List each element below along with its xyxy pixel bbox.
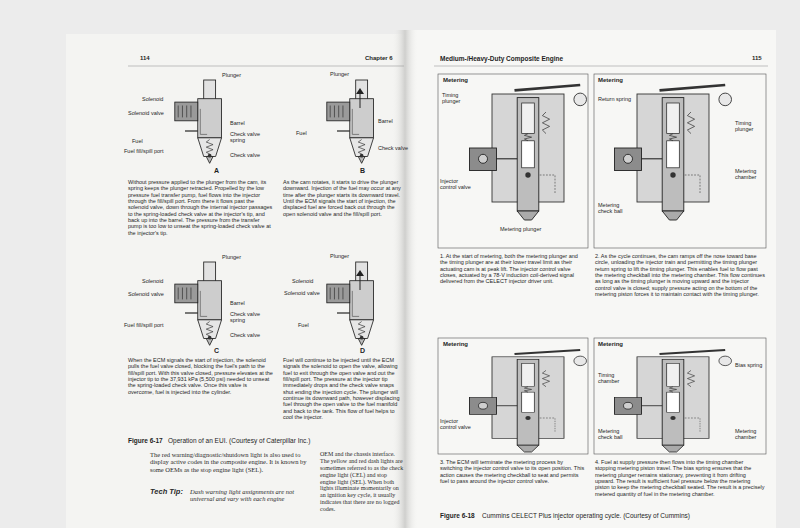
panel-heading: Metering [598,341,623,348]
celect-injector-2 [615,85,732,220]
part-label: Plunger [222,254,241,260]
figure-number: Figure 6-18 [440,512,475,519]
part-label: Timing chamber [598,372,634,385]
figure-number: Figure 6-17 [128,437,163,444]
part-label: Metering chamber [735,428,765,441]
part-label: Solenoid [292,278,313,284]
panel-letter: D [360,347,365,355]
part-label: Check valve [230,332,260,338]
body-text: As the cam rotates, it starts to drive t… [283,179,401,217]
part-label: Plunger [330,253,349,259]
body-text: Fuel will continue to be injected until … [283,357,401,420]
part-label: Check valve [230,152,260,158]
part-label: Plunger [330,71,349,77]
running-head: Medium-/Heavy-Duty Composite Engine [440,55,563,62]
body-text: 1. At the start of metering, both the me… [440,253,586,285]
part-label: Check valve spring [230,311,270,324]
page-number: 114 [140,55,150,62]
part-label: Timing plunger [735,120,765,133]
part-label: Fuel [132,138,143,144]
body-text: OEM and the chassis interface. The yello… [320,451,404,513]
body-text: When the ECM signals the start of inject… [128,357,273,395]
tech-tip-text: Dash warning light assignments are not u… [190,488,314,503]
figure-caption: Cummins CELECT Plus injector operating c… [482,512,690,519]
panel-letter: A [214,167,219,175]
tech-tip-heading: Tech Tip: [150,488,183,497]
body-text: Without pressure applied to the plunger … [128,179,273,236]
figure-caption: Operation of an EUI. (Courtesy of Caterp… [168,437,310,444]
part-label: Solenoid valve [284,290,320,296]
eui-injector-b [327,80,374,163]
part-label: Bias spring [735,362,765,368]
celect-injector-3 [470,350,587,452]
part-label: Solenoid valve [128,110,164,116]
panel-letter: B [360,167,365,175]
eui-injector-d [327,262,374,345]
part-label: Solenoid [142,96,163,102]
part-label: Timing plunger [442,92,472,105]
chapter-heading: Chapter 6 [365,55,393,62]
part-label: Fuel [296,130,307,136]
part-label: Fuel fill/spill port [124,148,163,154]
part-label: Solenoid [142,278,163,284]
part-label: Return spring [598,96,634,102]
panel-heading: Metering [598,77,623,84]
part-label: Check valve spring [230,131,270,144]
part-label: Check valve [378,145,408,151]
part-label: Plunger [222,72,241,78]
eui-injector-a [175,80,222,163]
celect-injector-1 [470,85,587,220]
left-page [66,34,406,528]
page-number: 115 [752,55,762,62]
panel-letter: C [214,347,219,355]
part-label: Injector control valve [440,178,472,191]
part-label: Barrel [230,120,245,126]
part-label: Fuel [298,322,309,328]
part-label: Metering chamber [735,168,765,181]
right-page [404,30,776,528]
body-text: 2. As the cycle continues, the cam ramps… [595,253,765,297]
part-label: Barrel [378,118,393,124]
panel-heading: Metering [443,341,468,348]
panel-heading: Metering [443,77,468,84]
part-label: Fuel fill/spill port [124,322,163,328]
part-label: Metering check ball [598,428,634,441]
part-label: Metering check ball [598,202,634,215]
celect-injector-4 [615,350,732,452]
body-text: The red warning/diagnostic/shutdown ligh… [150,451,312,473]
part-label: Metering plunger [500,226,544,232]
eui-injector-c [175,262,222,345]
gutter-shadow [392,30,418,528]
part-label: Barrel [230,300,245,306]
body-text: 3. The ECM will terminate the metering p… [440,459,586,484]
part-label: Solenoid valve [128,291,164,297]
body-text: 4. Fuel at supply pressure then flows in… [595,459,765,497]
part-label: Injector control valve [440,418,472,431]
